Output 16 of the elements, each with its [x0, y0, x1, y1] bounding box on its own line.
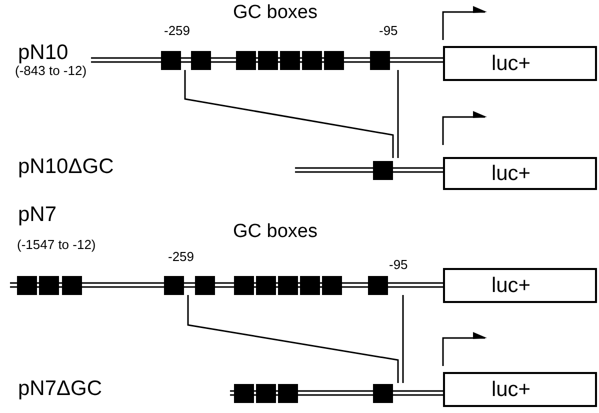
region-label: GC boxes	[233, 222, 318, 241]
position-label: -259	[164, 24, 190, 37]
construct-name: pN10ΔGC	[18, 156, 114, 177]
reporter-gene-box: luc+	[443, 157, 597, 190]
reporter-gene-box: luc+	[443, 372, 597, 407]
position-label: -95	[389, 258, 408, 271]
position-label: -95	[379, 24, 398, 37]
coordinate-range: (-843 to -12)	[15, 64, 87, 77]
construct-name: pN7	[18, 204, 57, 225]
region-label: GC boxes	[233, 3, 318, 22]
reporter-gene-box: luc+	[443, 268, 597, 303]
position-label: -259	[168, 250, 194, 263]
construct-name: pN7ΔGC	[18, 378, 102, 399]
coordinate-range: (-1547 to -12)	[17, 238, 96, 251]
construct-name: pN10	[18, 42, 68, 63]
reporter-gene-box: luc+	[443, 46, 597, 81]
